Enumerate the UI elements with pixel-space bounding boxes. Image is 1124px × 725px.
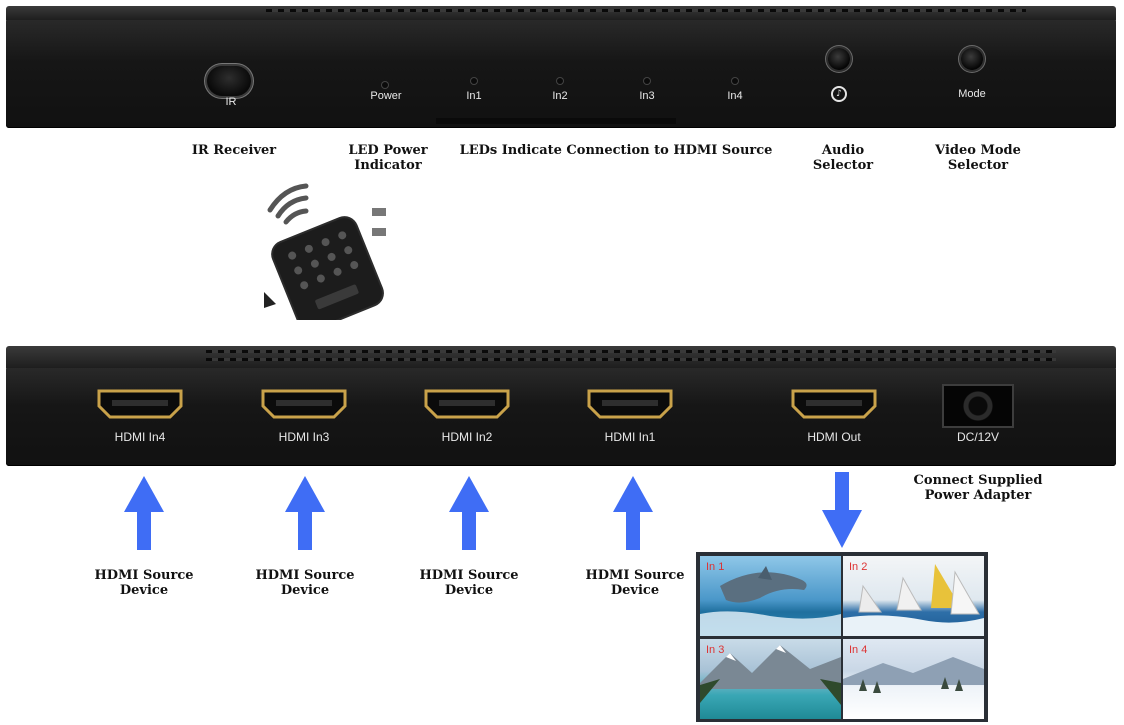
ir-remote-image: [258, 180, 390, 332]
caption-source-in1-line2: Device: [610, 583, 660, 598]
rear-panel: HDMI In4 HDMI In3 HDMI In2 HDMI In1 HDMI…: [6, 346, 1116, 466]
caption-led-power: LED Power Indicator: [336, 143, 440, 173]
snow-landscape-image: [843, 657, 984, 693]
caption-audio: Audio Selector: [804, 143, 882, 173]
hdmi-in1-label: HDMI In1: [604, 430, 656, 444]
caption-led-power-line1: LED Power: [348, 143, 428, 158]
caption-power-adapter: Connect Supplied Power Adapter: [908, 473, 1048, 503]
caption-source-in1: HDMI Source Device: [575, 568, 695, 598]
ir-receiver-window: [207, 66, 251, 96]
caption-source-in1-line1: HDMI Source: [585, 568, 685, 583]
caption-video-mode: Video Mode Selector: [924, 143, 1032, 173]
hdmi-in4-label: HDMI In4: [114, 430, 166, 444]
hdmi-out-label: HDMI Out: [807, 430, 861, 444]
caption-video-mode-line1: Video Mode: [935, 143, 1021, 158]
rear-vents-2: [206, 358, 1056, 361]
caption-source-in3-line2: Device: [280, 583, 330, 598]
caption-leds-indicate: LEDs Indicate Connection to HDMI Source: [459, 143, 773, 158]
mode-label: Mode: [958, 88, 986, 100]
front-panel: IR Power In1 In2 In3 In4 ♪ Mode: [6, 6, 1116, 128]
mosaic-label-in2: In 2: [849, 561, 868, 573]
caption-source-in3: HDMI Source Device: [245, 568, 365, 598]
hdmi-in2-port[interactable]: [423, 388, 511, 420]
caption-led-power-line2: Indicator: [354, 158, 422, 173]
mosaic-tile-in2: In 2: [843, 556, 984, 636]
caption-power-adapter-line1: Connect Supplied: [913, 473, 1043, 488]
caption-source-in4-line1: HDMI Source: [94, 568, 194, 583]
power-label: Power: [370, 90, 402, 102]
audio-selector-button[interactable]: [828, 48, 850, 70]
in2-label: In2: [552, 90, 568, 102]
dc-power-jack[interactable]: [942, 384, 1014, 428]
mosaic-label-in1: In 1: [706, 561, 725, 573]
arrow-up-in2: [449, 476, 489, 550]
rear-vents-1: [206, 350, 1056, 353]
front-bottom-strip: [436, 118, 676, 124]
mosaic-label-in4: In 4: [849, 644, 868, 656]
caption-source-in2-line1: HDMI Source: [419, 568, 519, 583]
sailboats-image: [843, 564, 984, 636]
quad-view-display: In 1 In 2 In 3 In 4: [696, 552, 988, 722]
remote-illustration: [264, 183, 386, 332]
arrow-up-in3: [285, 476, 325, 550]
arrow-up-in4: [124, 476, 164, 550]
hdmi-in2-label: HDMI In2: [441, 430, 493, 444]
caption-audio-line2: Selector: [812, 158, 874, 173]
mosaic-tile-in3: In 3: [700, 639, 841, 719]
arrow-down-out: [822, 472, 862, 548]
hdmi-in4-port[interactable]: [96, 388, 184, 420]
in3-led: [644, 78, 650, 84]
caption-ir-receiver: IR Receiver: [191, 143, 277, 158]
caption-source-in2: HDMI Source Device: [409, 568, 529, 598]
caption-source-in4-line2: Device: [119, 583, 169, 598]
caption-source-in2-line2: Device: [444, 583, 494, 598]
in4-led: [732, 78, 738, 84]
hdmi-in1-port[interactable]: [586, 388, 674, 420]
caption-video-mode-line2: Selector: [947, 158, 1009, 173]
in3-label: In3: [639, 90, 655, 102]
mosaic-label-in3: In 3: [706, 644, 725, 656]
dc-label: DC/12V: [956, 430, 1000, 444]
arrow-up-in1: [613, 476, 653, 550]
in2-led: [557, 78, 563, 84]
caption-source-in3-line1: HDMI Source: [255, 568, 355, 583]
power-led: [382, 82, 388, 88]
video-mode-button[interactable]: [961, 48, 983, 70]
caption-power-adapter-line2: Power Adapter: [924, 488, 1032, 503]
hdmi-in3-label: HDMI In3: [278, 430, 330, 444]
ir-label: IR: [225, 96, 237, 108]
mountain-lake-image: [700, 645, 841, 705]
dolphin-image: [700, 566, 841, 636]
caption-source-in4: HDMI Source Device: [84, 568, 204, 598]
caption-audio-line1: Audio: [821, 143, 865, 158]
in1-led: [471, 78, 477, 84]
in1-label: In1: [466, 90, 482, 102]
mosaic-tile-in1: In 1: [700, 556, 841, 636]
in4-label: In4: [727, 90, 743, 102]
music-note-icon: ♪: [831, 86, 847, 102]
hdmi-in3-port[interactable]: [260, 388, 348, 420]
front-vents: [266, 9, 1026, 12]
hdmi-out-port[interactable]: [790, 388, 878, 420]
mosaic-tile-in4: In 4: [843, 639, 984, 719]
